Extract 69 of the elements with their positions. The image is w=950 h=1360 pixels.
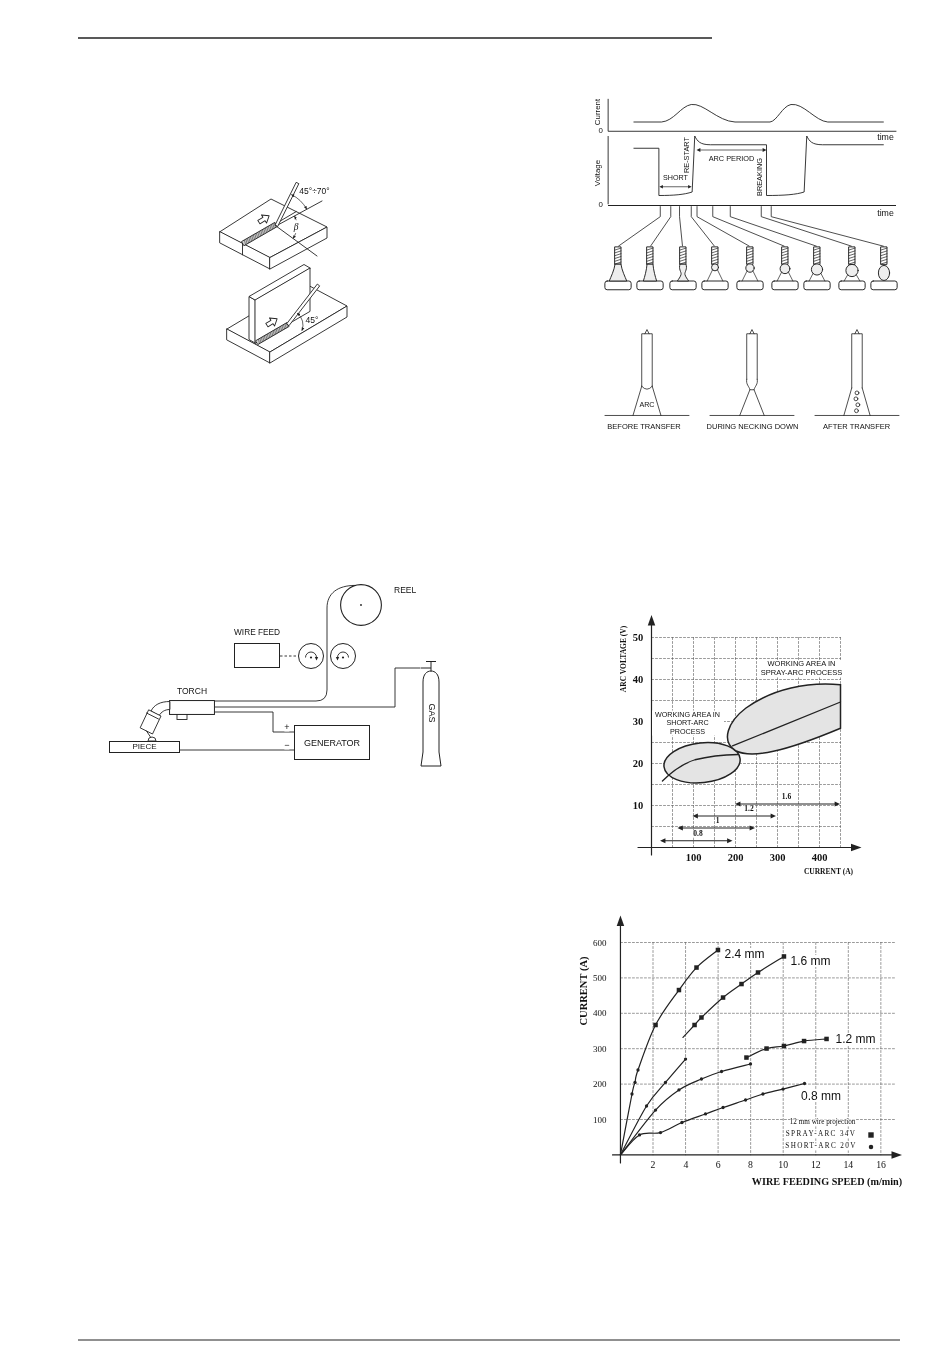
axis-tick-label: 10	[778, 1159, 789, 1170]
axis-tick-label: 50	[632, 632, 644, 643]
axis-tick-label: 600	[593, 938, 607, 947]
electrode-tip-drawing	[802, 246, 831, 292]
leader-line	[760, 205, 853, 247]
cable-line	[214, 711, 295, 733]
gas-label: GAS	[426, 703, 436, 723]
axis-tick-label: 100	[593, 1115, 607, 1124]
wire-line	[214, 584, 356, 702]
leader-line	[617, 205, 661, 247]
feed-roller	[330, 643, 356, 669]
leader-line	[729, 205, 818, 247]
electrode-tip-drawing	[770, 246, 799, 292]
axis-tick-label: 200	[593, 1079, 607, 1089]
cable-line	[179, 749, 295, 751]
axis-tick-label: 40	[632, 674, 644, 685]
electrode-tip-drawing	[837, 246, 866, 292]
axis-tick-label: 6	[715, 1159, 721, 1170]
angle-label: 45°÷70°	[299, 186, 330, 195]
leader-line	[696, 205, 750, 247]
axis-tick-label: 400	[811, 852, 828, 864]
electrode-tip-drawing	[735, 246, 764, 292]
axis-tick-label: 12	[810, 1159, 821, 1170]
electrode-tip-drawing	[700, 246, 729, 292]
leader-line	[770, 205, 885, 247]
axis-tick-label: 300	[593, 1044, 607, 1054]
leader-line	[679, 205, 683, 247]
axis-title: WIRE FEEDING SPEED (m/min)	[751, 1176, 903, 1187]
axis-tick-label: 8	[748, 1159, 753, 1170]
leader-line	[712, 205, 785, 247]
wire-feed-label: WIRE FEED	[234, 628, 280, 637]
angle-label: 45°	[305, 315, 319, 325]
gas-line	[214, 667, 421, 708]
leader-line	[690, 205, 715, 247]
axis-tick-label: 300	[769, 852, 786, 864]
axis-tick-label: 2	[650, 1159, 656, 1170]
axis-tick-label: 10	[632, 800, 644, 811]
axis-title: time	[877, 208, 894, 218]
axis-tick-label: 200	[727, 852, 744, 864]
axis-tick-label: 500	[593, 973, 607, 983]
time-axis-line	[608, 204, 896, 207]
axis-tick-label: 100	[685, 852, 702, 864]
piece-label: PIECE	[132, 743, 157, 751]
leader-line	[650, 205, 672, 247]
axis-title: time	[877, 132, 894, 142]
axis-tick-label: 400	[593, 1008, 607, 1018]
generator-box	[294, 725, 370, 760]
curve-label: 1.6 mm	[790, 954, 831, 967]
generator-label: GENERATOR	[303, 738, 361, 747]
axis-tick-label: 14	[843, 1159, 854, 1170]
curve-label: 1.2 mm	[835, 1033, 876, 1046]
curve-label: 0.8 mm	[801, 1090, 841, 1103]
torch-label: TORCH	[176, 687, 208, 696]
electrode-tip-drawing	[636, 246, 665, 292]
electrode-tip-drawing	[668, 246, 697, 292]
axis-tick-label: 30	[632, 716, 644, 727]
electrode-tip-drawing	[604, 246, 633, 292]
reel-label: REEL	[394, 585, 417, 594]
axis-tick-label: 4	[683, 1159, 689, 1170]
edge-label: +	[284, 722, 290, 731]
axis-title: CURRENT (A)	[578, 956, 590, 1025]
feed-roller	[298, 643, 324, 669]
curve-label: 2.4 mm	[724, 947, 765, 960]
axis-tick-label: 16	[876, 1159, 886, 1170]
angle-label: β	[293, 223, 299, 233]
axis-tick-label: 20	[632, 758, 644, 769]
gas-cylinder	[420, 660, 442, 768]
drive-link-line	[279, 655, 299, 657]
electrode-tip-drawing	[869, 246, 898, 292]
